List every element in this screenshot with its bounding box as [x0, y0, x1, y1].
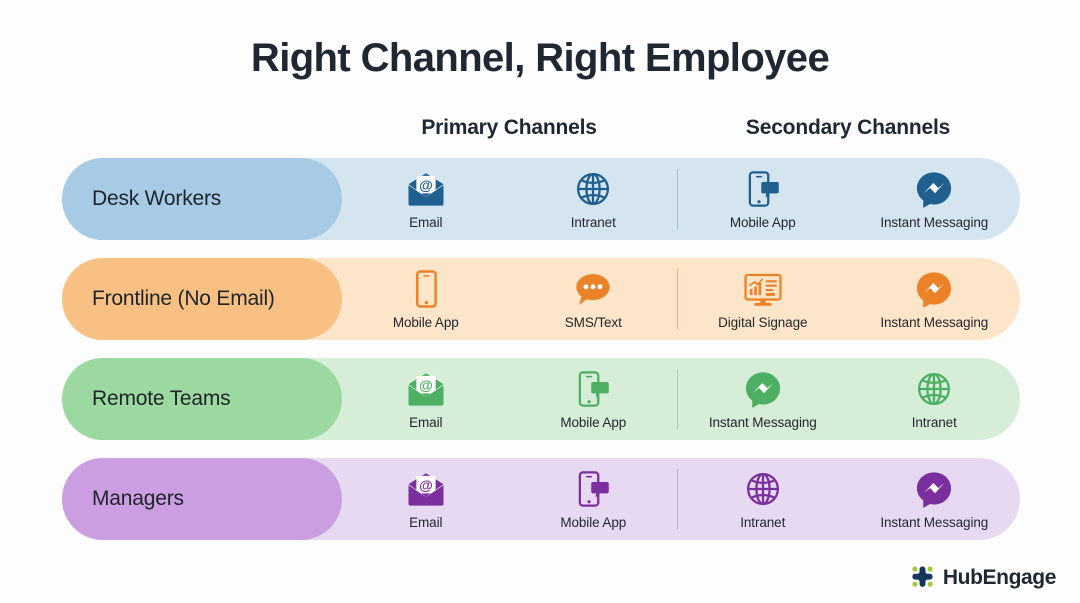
audience-row-frontline-no-email: Frontline (No Email) Mobile App SMS/Text: [62, 258, 1020, 340]
hubengage-star-icon: [912, 566, 933, 587]
channel-group-primary: Mobile App SMS/Text: [342, 258, 677, 340]
mobile-app-icon: [742, 168, 784, 210]
audience-label-text: Frontline (No Email): [92, 287, 275, 310]
globe-icon: [913, 368, 955, 410]
audience-label-pill: Desk Workers: [62, 158, 342, 240]
digital-signage-icon: [742, 268, 784, 310]
email-icon: @: [405, 468, 447, 510]
column-divider: [677, 269, 678, 329]
column-header-secondary: Secondary Channels: [745, 116, 951, 139]
channel-cells: @ Email Intranet Mobile App: [342, 158, 1020, 240]
channel-cell-instant-messaging[interactable]: Instant Messaging: [849, 258, 1021, 340]
channel-label: Intranet: [570, 215, 616, 230]
channel-label: Mobile App: [729, 215, 796, 230]
channel-cell-digital-signage[interactable]: Digital Signage: [677, 258, 849, 340]
hubengage-logo-text: HubEngage: [942, 565, 1056, 589]
channel-label: Intranet: [911, 415, 957, 430]
instant-messaging-icon: [913, 168, 955, 210]
channel-label: Mobile App: [560, 415, 627, 430]
channel-group-primary: @ Email Intranet: [342, 158, 677, 240]
column-divider: [677, 469, 678, 529]
channel-cells: Mobile App SMS/Text: [342, 258, 1020, 340]
audience-label-pill: Remote Teams: [62, 358, 342, 440]
channel-label: Email: [409, 415, 443, 430]
mobile-phone-icon: [405, 268, 447, 310]
audience-label-text: Managers: [92, 487, 184, 510]
channel-group-secondary: Intranet Instant Messaging: [677, 458, 1020, 540]
channel-label: Intranet: [740, 515, 786, 530]
channel-cell-intranet[interactable]: Intranet: [677, 458, 849, 540]
channel-cells: @ Email Mobile App Instant Messaging: [342, 358, 1020, 440]
audience-rows: Desk Workers @ Email Intranet: [62, 158, 1020, 540]
channel-label: SMS/Text: [564, 315, 622, 330]
channel-cell-intranet[interactable]: Intranet: [849, 358, 1021, 440]
sms-icon: [572, 268, 614, 310]
channel-label: Digital Signage: [718, 315, 808, 330]
audience-row-remote-teams: Remote Teams @ Email Mobile App Instant …: [62, 358, 1020, 440]
channel-label: Email: [409, 515, 443, 530]
email-icon: @: [405, 168, 447, 210]
channel-cell-mobile-app[interactable]: Mobile App: [510, 458, 678, 540]
svg-text:@: @: [419, 177, 433, 193]
channel-cell-mobile-app[interactable]: Mobile App: [677, 158, 849, 240]
audience-row-desk-workers: Desk Workers @ Email Intranet: [62, 158, 1020, 240]
instant-messaging-icon: [913, 468, 955, 510]
channel-label: Instant Messaging: [880, 215, 989, 230]
mobile-app-icon: [572, 468, 614, 510]
audience-row-managers: Managers @ Email Mobile App: [62, 458, 1020, 540]
channel-cell-mobile-app[interactable]: Mobile App: [510, 358, 678, 440]
channel-cell-email[interactable]: @ Email: [342, 158, 510, 240]
audience-label-text: Desk Workers: [92, 187, 222, 210]
channel-label: Mobile App: [392, 315, 459, 330]
column-header-primary: Primary Channels: [421, 116, 597, 139]
audience-label-pill: Managers: [62, 458, 342, 540]
audience-label-text: Remote Teams: [92, 387, 231, 410]
channel-label: Instant Messaging: [880, 515, 989, 530]
channel-group-secondary: Digital Signage Instant Messaging: [677, 258, 1020, 340]
channel-cell-email[interactable]: @ Email: [342, 358, 510, 440]
channel-cell-instant-messaging[interactable]: Instant Messaging: [677, 358, 849, 440]
instant-messaging-icon: [742, 368, 784, 410]
email-icon: @: [405, 368, 447, 410]
column-divider: [677, 169, 678, 229]
channel-group-secondary: Instant Messaging Intranet: [677, 358, 1020, 440]
channel-label: Mobile App: [560, 515, 627, 530]
svg-text:@: @: [419, 477, 433, 493]
mobile-app-icon: [572, 368, 614, 410]
page-title: Right Channel, Right Employee: [250, 36, 830, 80]
channel-cell-intranet[interactable]: Intranet: [510, 158, 678, 240]
channel-group-secondary: Mobile App Instant Messaging: [677, 158, 1020, 240]
channel-cell-instant-messaging[interactable]: Instant Messaging: [849, 158, 1021, 240]
svg-text:@: @: [419, 377, 433, 393]
channel-cell-sms-text[interactable]: SMS/Text: [510, 258, 678, 340]
channel-cell-email[interactable]: @ Email: [342, 458, 510, 540]
column-headers: Primary Channels Secondary Channels: [0, 116, 1080, 146]
audience-label-pill: Frontline (No Email): [62, 258, 342, 340]
channel-group-primary: @ Email Mobile App: [342, 458, 677, 540]
instant-messaging-icon: [913, 268, 955, 310]
channel-label: Instant Messaging: [880, 315, 989, 330]
channel-label: Instant Messaging: [708, 415, 817, 430]
channel-cell-instant-messaging[interactable]: Instant Messaging: [849, 458, 1021, 540]
channel-cell-mobile-app[interactable]: Mobile App: [342, 258, 510, 340]
channel-group-primary: @ Email Mobile App: [342, 358, 677, 440]
channel-label: Email: [409, 215, 443, 230]
globe-icon: [742, 468, 784, 510]
hubengage-logo: HubEngage: [909, 564, 1056, 591]
globe-icon: [572, 168, 614, 210]
channel-cells: @ Email Mobile App Intranet: [342, 458, 1020, 540]
column-divider: [677, 369, 678, 429]
